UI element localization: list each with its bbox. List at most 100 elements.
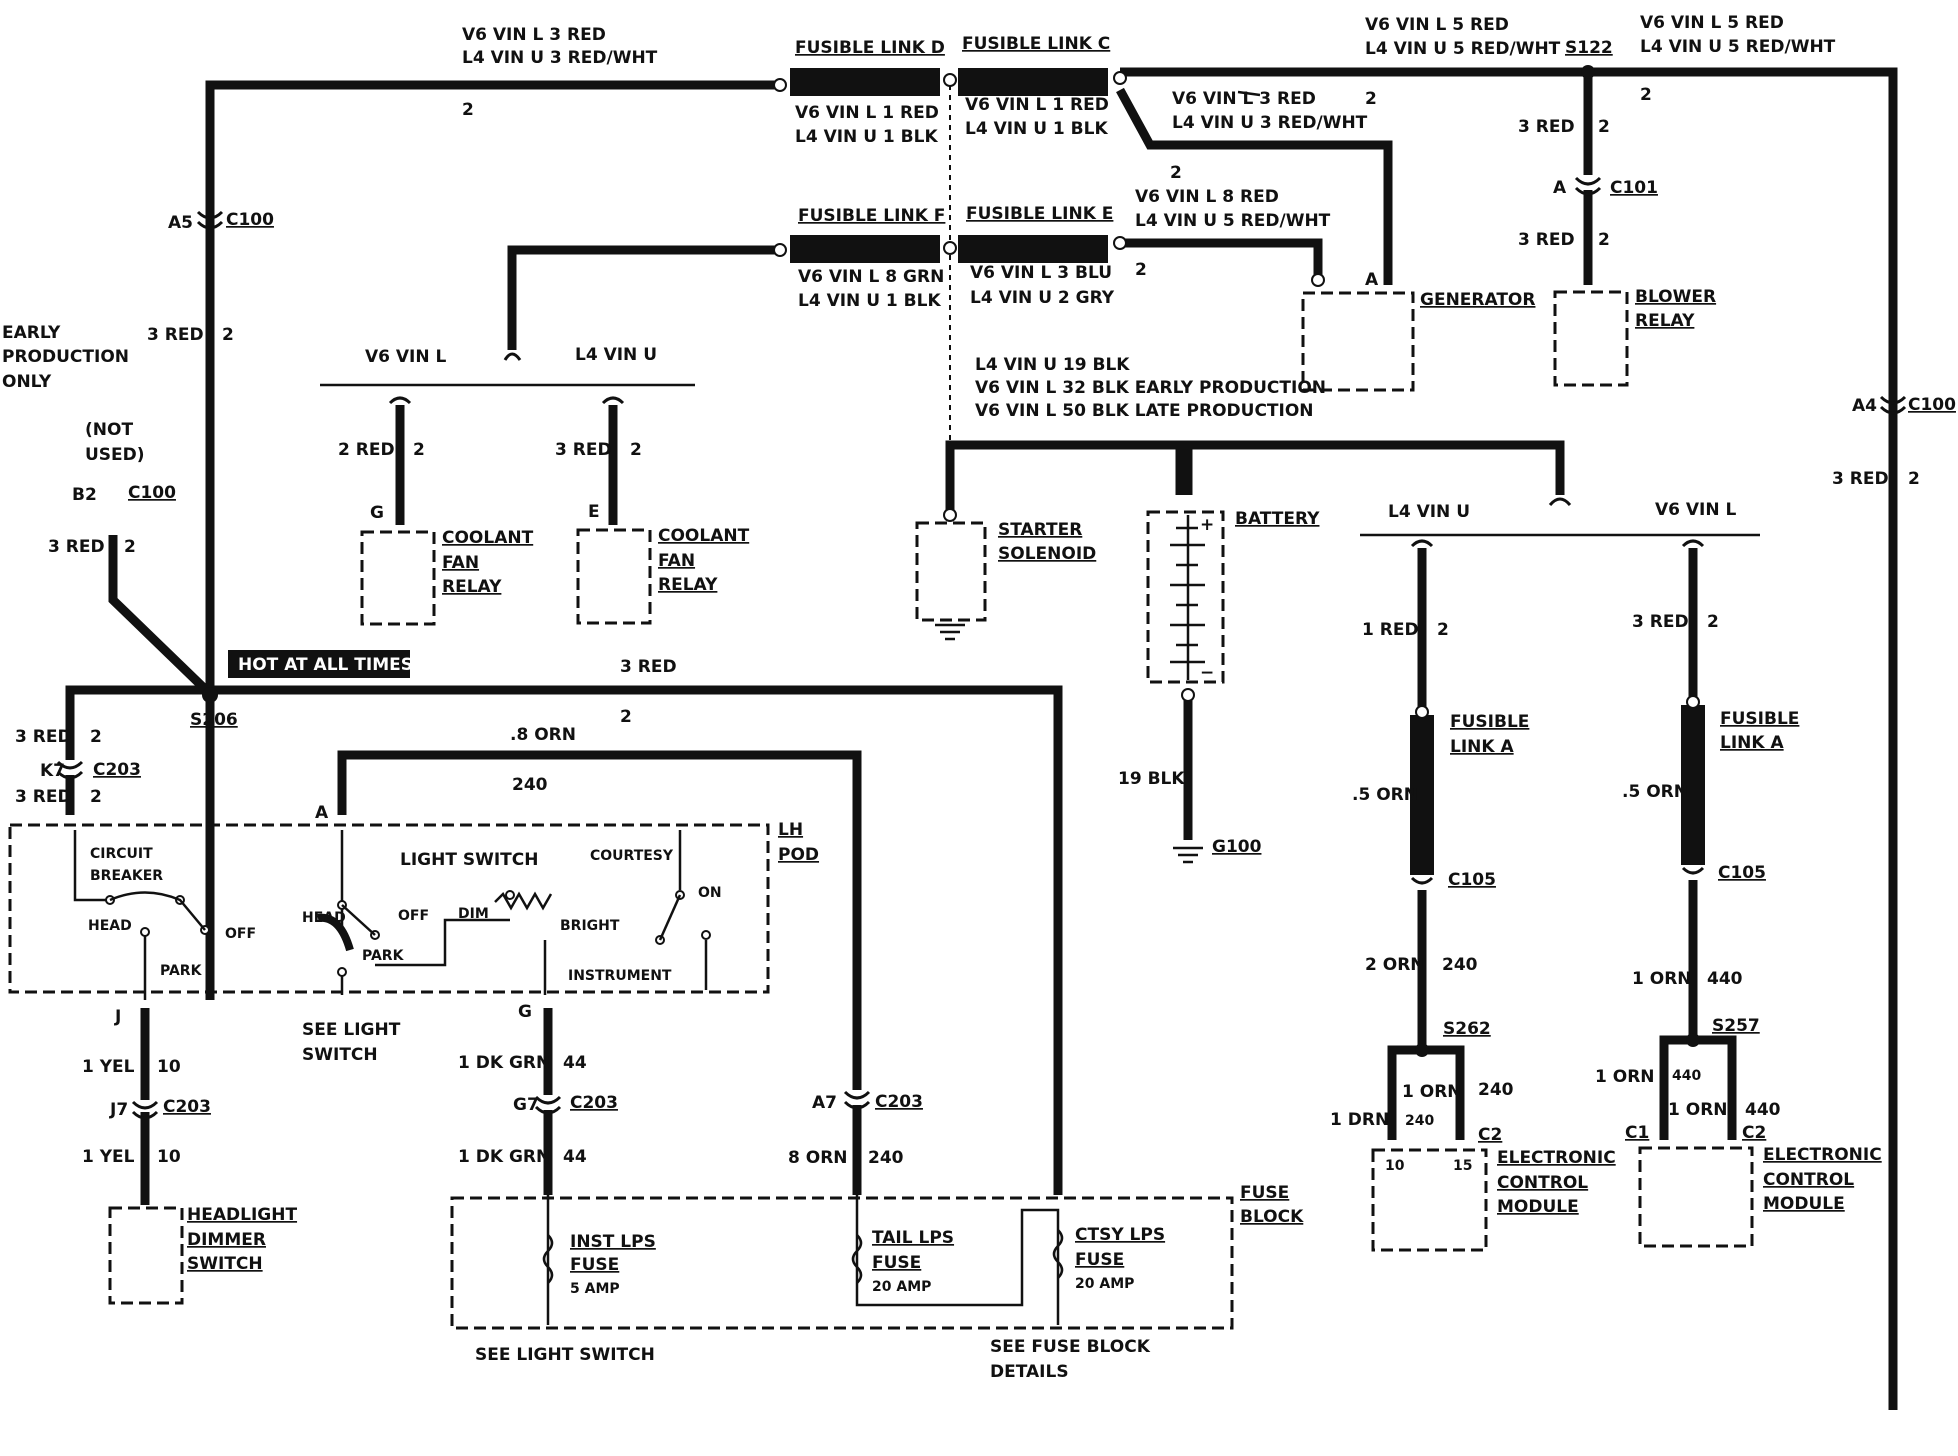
variant-label: V6 VIN L [365,347,447,367]
switch-position: INSTRUMENT [568,968,672,984]
circuit-number: 44 [563,1147,587,1167]
wire-label: V6 VIN L 1 RED [965,95,1109,115]
circuit-number: 240 [868,1148,904,1168]
connector-label: C1 [1625,1123,1649,1143]
splice-label: S122 [1565,38,1613,58]
wire-label: 2 RED [338,440,395,460]
headlight-dimmer-switch-label: SWITCH [187,1254,263,1274]
wire-label: L4 VIN U 1 BLK [795,127,938,147]
battery-plus: + [1200,515,1214,535]
wire-label: V6 VIN L 5 RED [1640,13,1784,33]
switch-position: ON [698,885,722,901]
pin-label: A [1553,178,1567,198]
switch-position: BRIGHT [560,918,620,934]
circuit-number: 2 [1135,260,1147,280]
switch-position: HEAD [302,910,346,926]
note: V6 VIN L 32 BLK EARLY PRODUCTION [975,378,1326,398]
circuit-number: 2 [1707,612,1719,632]
fuse-rating: 5 AMP [570,1281,620,1297]
starter-solenoid-label: SOLENOID [998,544,1096,564]
battery-box [1146,510,1225,684]
switch-position: OFF [225,926,256,942]
wire-label: 3 RED [15,727,72,747]
wire-label: 3 RED [147,325,204,345]
circuit-number: 2 [222,325,234,345]
starter-solenoid-box [915,521,987,622]
circuit-number: 240 [1405,1113,1434,1129]
circuit-number: 2 [1598,230,1610,250]
fusible-link-a-2 [1681,705,1705,865]
splice-s122 [1581,65,1595,79]
wire-label: V6 VIN L 1 RED [795,103,939,123]
circuit-number: 2 [620,707,632,727]
connector-label: C105 [1448,870,1496,890]
connector-label: C2 [1478,1125,1502,1145]
coolant-fan-relay-label: RELAY [658,575,718,595]
wire-label: 2 ORN [1365,955,1425,975]
wire-label: 3 RED [1518,117,1575,137]
wire-label: 8 ORN [788,1148,848,1168]
reference-note: SWITCH [302,1045,378,1065]
circuit-number: 240 [512,775,548,795]
wire-label: 1 YEL [82,1147,135,1167]
pin-label: G [370,503,384,523]
fusible-link-label: FUSIBLE [1450,712,1529,732]
wire-label: .8 ORN [510,725,576,745]
lh-pod-box [8,823,770,994]
circuit-number: 2 [413,440,425,460]
note: (NOT [85,420,133,440]
switch-position: PARK [160,963,203,979]
wire-label: L4 VIN U 2 GRY [970,288,1115,308]
pin-label: A5 [168,213,193,233]
wire-label: V6 VIN L 3 RED [462,25,606,45]
wire-label: V6 VIN L 3 BLU [970,263,1112,283]
wire-label: L4 VIN U 5 RED/WHT [1135,211,1331,231]
reference-note: SEE LIGHT [302,1020,401,1040]
fusible-link-d-label: FUSIBLE LINK D [795,38,945,58]
splice-s206 [202,687,218,703]
wire-label: L4 VIN U 3 RED/WHT [1172,113,1368,133]
reference-note: SEE LIGHT SWITCH [475,1345,655,1365]
connector-label: C101 [1610,178,1658,198]
wire-label: 1 DK GRN [458,1147,550,1167]
components [8,290,1754,1330]
fuse-label: FUSE [872,1253,921,1273]
switch-label: CIRCUIT [90,846,153,862]
switch-label: COURTESY [590,848,674,864]
connector-label: C100 [226,210,274,230]
headlight-dimmer-switch-label: HEADLIGHT [187,1205,297,1225]
wire-label: 1 ORN [1632,969,1692,989]
splice-s257 [1686,1033,1700,1047]
fusible-link-e [958,235,1108,263]
pin-label: A [1365,270,1379,290]
switch-position: HEAD [88,918,132,934]
ecm-label: MODULE [1763,1194,1845,1214]
note: PRODUCTION [2,347,129,367]
fusible-link-label: LINK A [1720,733,1784,753]
coolant-fan-relay-label: RELAY [442,577,502,597]
ecm-2-box [1638,1146,1754,1248]
wire-label: L4 VIN U 3 RED/WHT [462,48,658,68]
coolant-fan-relay-label: FAN [658,551,695,571]
wire-label: 19 BLK [1118,769,1185,789]
circuit-number: 2 [1365,89,1377,109]
coolant-fan-relay-2-box [576,528,652,625]
fuse-label: CTSY LPS [1075,1225,1165,1245]
circuit-number: 440 [1707,969,1743,989]
fuse-label: INST LPS [570,1232,656,1252]
wire-label: 1 ORN [1595,1067,1655,1087]
connector-label: C203 [875,1092,923,1112]
reference-note: DETAILS [990,1362,1069,1382]
wire-label: 3 RED [48,537,105,557]
circuit-number: 2 [1170,163,1182,183]
wire-label: L4 VIN U 1 BLK [798,291,941,311]
note: L4 VIN U 19 BLK [975,355,1130,375]
circuit-number: 240 [1442,955,1478,975]
wire-label: V6 VIN L 3 RED [1172,89,1316,109]
hot-at-all-times-badge [228,650,410,678]
wire-label: 3 RED [1832,469,1889,489]
circuit-number: 2 [90,787,102,807]
ecm-label: CONTROL [1497,1173,1588,1193]
coolant-fan-relay-label: COOLANT [658,526,750,546]
